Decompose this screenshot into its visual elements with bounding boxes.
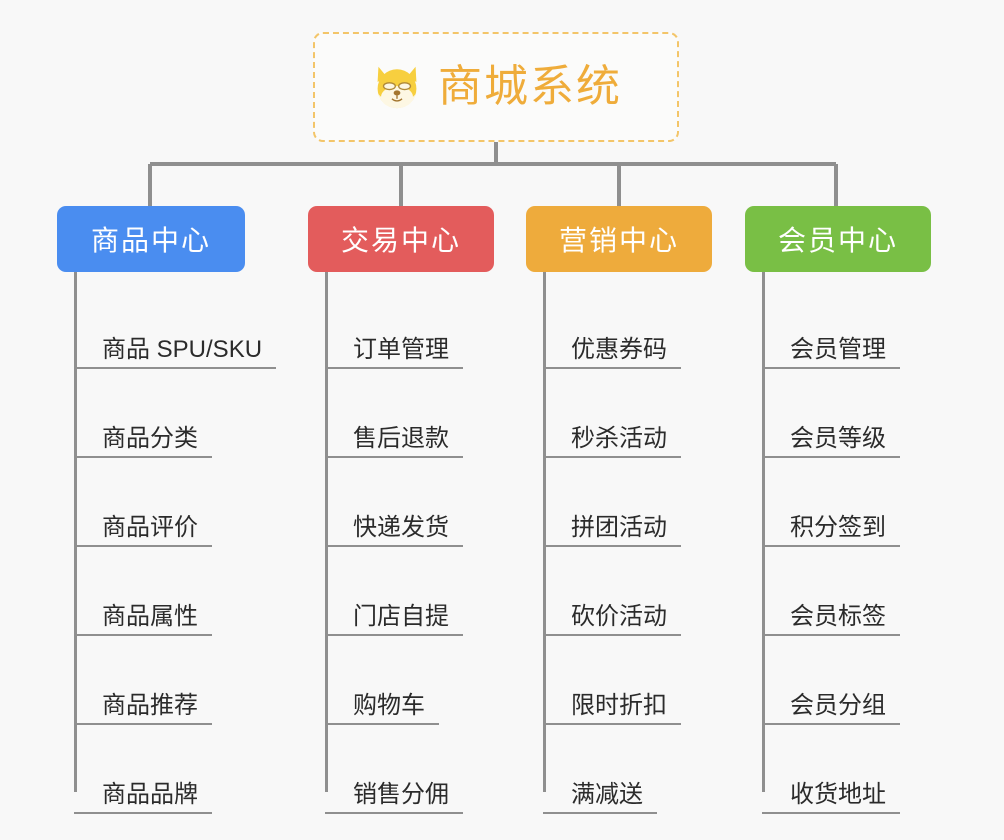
root-node[interactable]: 商城系统: [313, 32, 679, 142]
leaf-label: 会员等级: [790, 424, 886, 452]
leaf-list-0: 商品 SPU/SKU 商品分类 商品评价 商品属性 商品推荐 商品品牌: [57, 272, 277, 814]
leaf-label: 商品属性: [102, 602, 198, 630]
leaf-label: 商品品牌: [102, 780, 198, 808]
leaf-item[interactable]: 订单管理: [308, 280, 494, 369]
leaf-label: 购物车: [353, 691, 425, 719]
leaf-item[interactable]: 门店自提: [308, 547, 494, 636]
leaf-label: 收货地址: [790, 780, 886, 808]
branch-trunk-3: [762, 272, 765, 792]
leaf-item[interactable]: 会员标签: [745, 547, 931, 636]
leaf-label: 拼团活动: [571, 513, 667, 541]
leaf-item[interactable]: 商品分类: [57, 369, 245, 458]
branch-header-0[interactable]: 商品中心: [57, 206, 245, 272]
branch-column-0: 商品中心 商品 SPU/SKU 商品分类 商品评价 商品属性 商品推荐 商品品牌: [57, 206, 277, 814]
leaf-item[interactable]: 收货地址: [745, 725, 931, 814]
leaf-label: 会员分组: [790, 691, 886, 719]
leaf-label: 砍价活动: [571, 602, 667, 630]
branch-column-1: 交易中心 订单管理 售后退款 快递发货 门店自提 购物车 销售分佣: [308, 206, 494, 814]
leaf-item[interactable]: 砍价活动: [526, 547, 712, 636]
leaf-item[interactable]: 满减送: [526, 725, 712, 814]
leaf-item[interactable]: 商品 SPU/SKU: [57, 280, 277, 369]
dog-face-emoji: [377, 66, 417, 109]
branch-trunk-2: [543, 272, 546, 792]
leaf-label: 优惠券码: [571, 335, 667, 363]
leaf-item[interactable]: 积分签到: [745, 458, 931, 547]
leaf-label: 快递发货: [353, 513, 449, 541]
leaf-item[interactable]: 限时折扣: [526, 636, 712, 725]
leaf-label: 商品分类: [102, 424, 198, 452]
leaf-label: 门店自提: [353, 602, 449, 630]
leaf-list-1: 订单管理 售后退款 快递发货 门店自提 购物车 销售分佣: [308, 272, 494, 814]
branch-header-2[interactable]: 营销中心: [526, 206, 712, 272]
leaf-label: 商品 SPU/SKU: [102, 335, 263, 363]
leaf-item[interactable]: 商品属性: [57, 547, 245, 636]
leaf-item[interactable]: 购物车: [308, 636, 494, 725]
leaf-item[interactable]: 销售分佣: [308, 725, 494, 814]
leaf-item[interactable]: 售后退款: [308, 369, 494, 458]
leaf-item[interactable]: 拼团活动: [526, 458, 712, 547]
branch-trunk-1: [325, 272, 328, 792]
leaf-list-3: 会员管理 会员等级 积分签到 会员标签 会员分组 收货地址: [745, 272, 931, 814]
leaf-item[interactable]: 商品推荐: [57, 636, 245, 725]
leaf-item[interactable]: 会员分组: [745, 636, 931, 725]
leaf-label: 会员标签: [790, 602, 886, 630]
leaf-label: 销售分佣: [353, 780, 449, 808]
branch-header-3[interactable]: 会员中心: [745, 206, 931, 272]
leaf-item[interactable]: 快递发货: [308, 458, 494, 547]
branch-column-3: 会员中心 会员管理 会员等级 积分签到 会员标签 会员分组 收货地址: [745, 206, 931, 814]
leaf-label: 会员管理: [790, 335, 886, 363]
leaf-item[interactable]: 会员等级: [745, 369, 931, 458]
leaf-label: 积分签到: [790, 513, 886, 541]
branch-column-2: 营销中心 优惠券码 秒杀活动 拼团活动 砍价活动 限时折扣 满减送: [526, 206, 712, 814]
leaf-label: 商品评价: [102, 513, 198, 541]
leaf-item[interactable]: 商品评价: [57, 458, 245, 547]
leaf-label: 秒杀活动: [571, 424, 667, 452]
leaf-item[interactable]: 秒杀活动: [526, 369, 712, 458]
branch-trunk-0: [74, 272, 77, 792]
leaf-label: 订单管理: [353, 335, 449, 363]
root-title: 商城系统: [438, 62, 622, 111]
leaf-label: 限时折扣: [571, 691, 667, 719]
branch-header-1[interactable]: 交易中心: [308, 206, 494, 272]
leaf-label: 售后退款: [353, 424, 449, 452]
leaf-list-2: 优惠券码 秒杀活动 拼团活动 砍价活动 限时折扣 满减送: [526, 272, 712, 814]
leaf-item[interactable]: 优惠券码: [526, 280, 712, 369]
leaf-item[interactable]: 商品品牌: [57, 725, 245, 814]
leaf-label: 商品推荐: [102, 691, 198, 719]
leaf-label: 满减送: [571, 780, 643, 808]
leaf-item[interactable]: 会员管理: [745, 280, 931, 369]
